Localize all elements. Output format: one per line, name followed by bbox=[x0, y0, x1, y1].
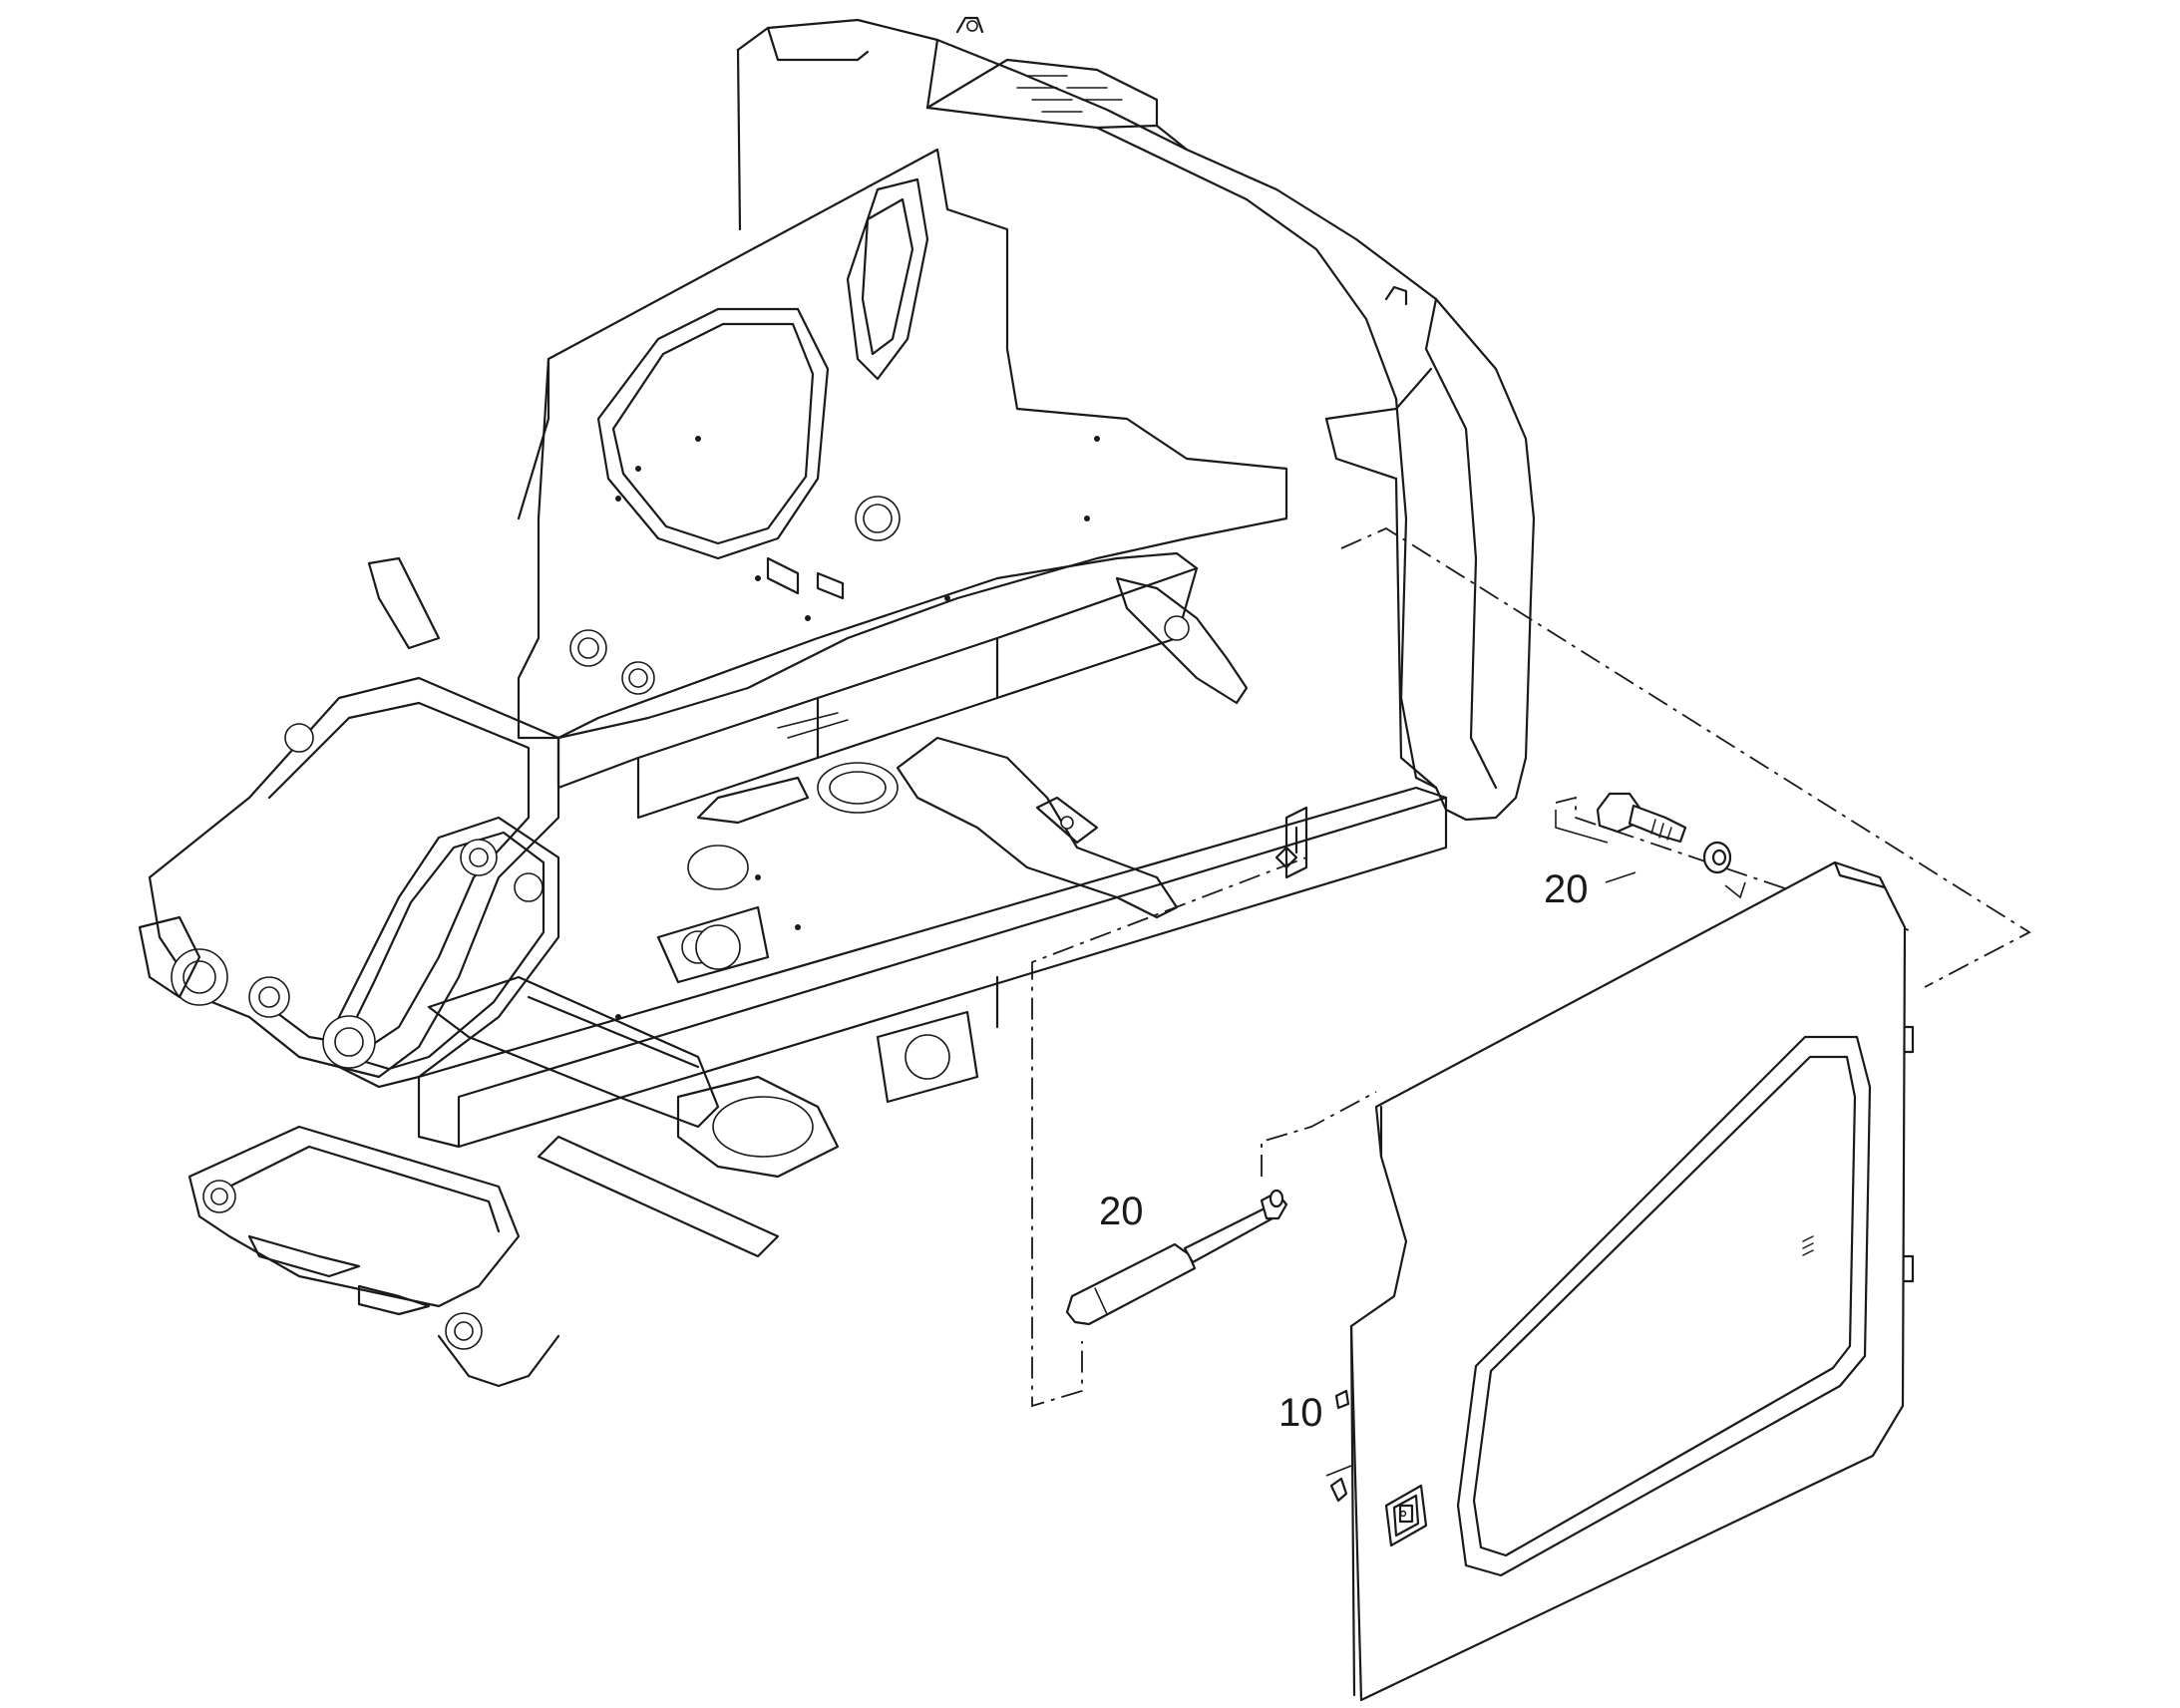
bolt-assembly-line bbox=[1555, 796, 1916, 933]
boom-mount bbox=[138, 556, 560, 1089]
left-side-plate bbox=[517, 148, 1288, 740]
door-handle-icon bbox=[1384, 1484, 1428, 1547]
machine-frame bbox=[138, 16, 1536, 1388]
gas-strut-cylinder bbox=[1065, 1242, 1197, 1326]
gas-strut-rod bbox=[1183, 1206, 1274, 1264]
door-window-frame bbox=[1456, 1035, 1872, 1577]
right-side-rail bbox=[187, 786, 1448, 1388]
side-door-panel bbox=[1325, 860, 1915, 1702]
door-window-glass bbox=[1472, 1055, 1857, 1557]
hinge-assembly-line bbox=[1340, 526, 2031, 988]
center-beam bbox=[556, 551, 1249, 919]
strut-mount-line bbox=[1031, 828, 1307, 1408]
washer-icon bbox=[1702, 841, 1732, 874]
callout-bolt-and-washer: 20 bbox=[1544, 867, 1589, 911]
gas-strut bbox=[1065, 1189, 1288, 1326]
rear-counterweight bbox=[736, 16, 1536, 822]
frame-hardware bbox=[615, 436, 1298, 1020]
callout-gas-strut: 20 bbox=[1099, 1190, 1144, 1233]
bolt-and-washer bbox=[1555, 792, 1746, 899]
bolt-icon bbox=[1596, 792, 1687, 844]
strut-door-line bbox=[1261, 1091, 1377, 1177]
callout-side-door-panel: 10 bbox=[1278, 1391, 1323, 1435]
